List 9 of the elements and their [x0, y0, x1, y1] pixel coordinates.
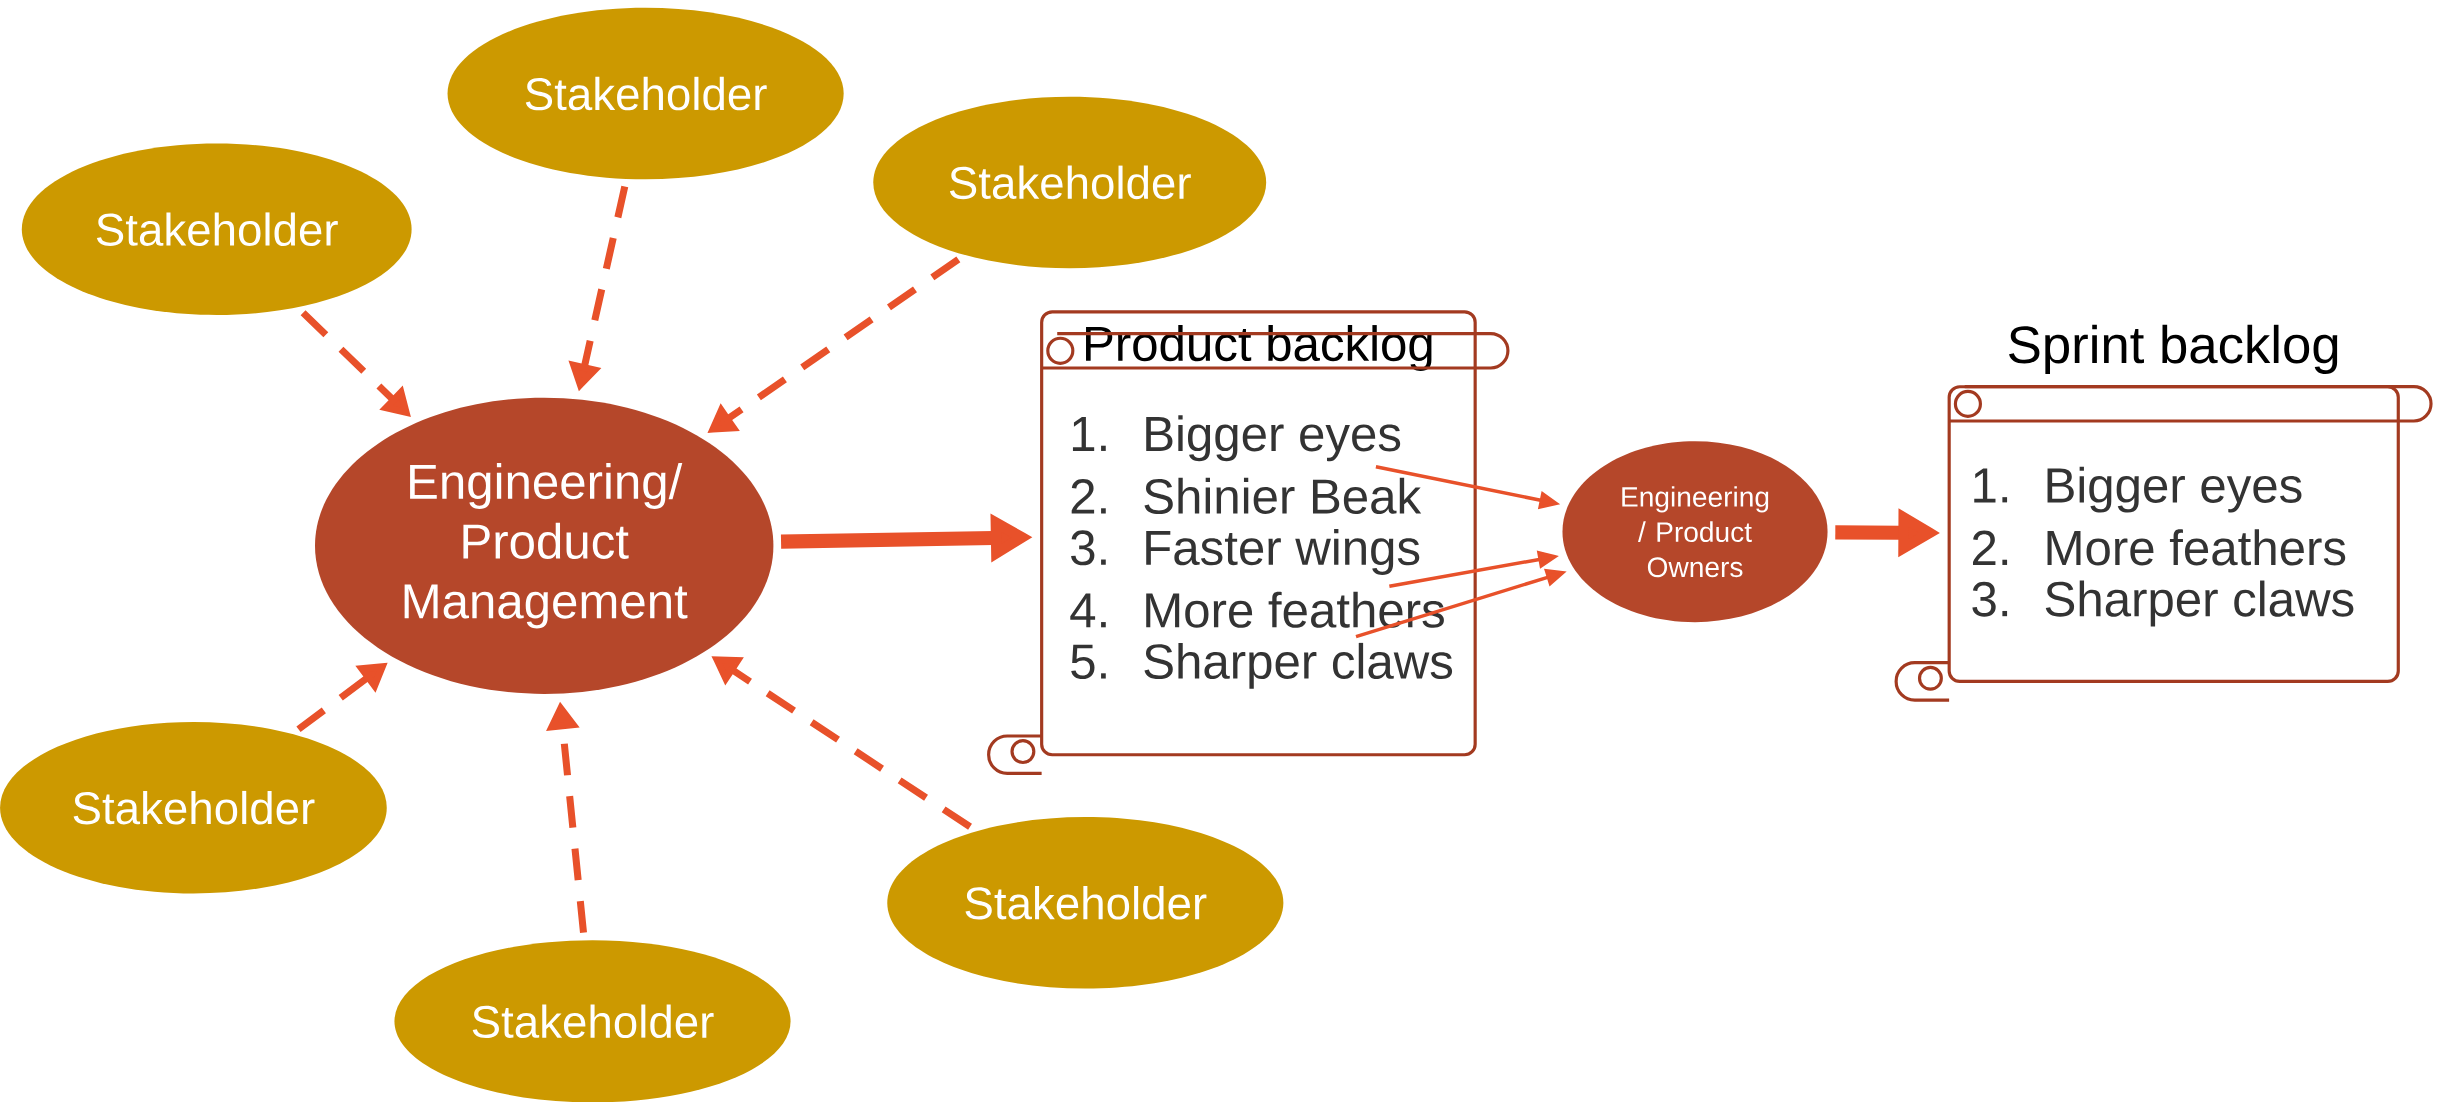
list-item: 3. Sharper claws: [1972, 580, 2354, 627]
list-item: 2. More feathers: [1973, 529, 2346, 566]
list-item: 1. Bigger eyes: [1072, 415, 1401, 461]
list-item: 4. More feathers: [1070, 591, 1444, 628]
list-item: 1. Bigger eyes: [1974, 466, 2302, 513]
list-item: 2. Shinier Beak: [1071, 477, 1422, 514]
list-item: 3. Faster wings: [1071, 528, 1420, 575]
node-label: Sprint backlog: [2009, 324, 2338, 374]
list-item: 5. Sharper claws: [1071, 642, 1453, 689]
